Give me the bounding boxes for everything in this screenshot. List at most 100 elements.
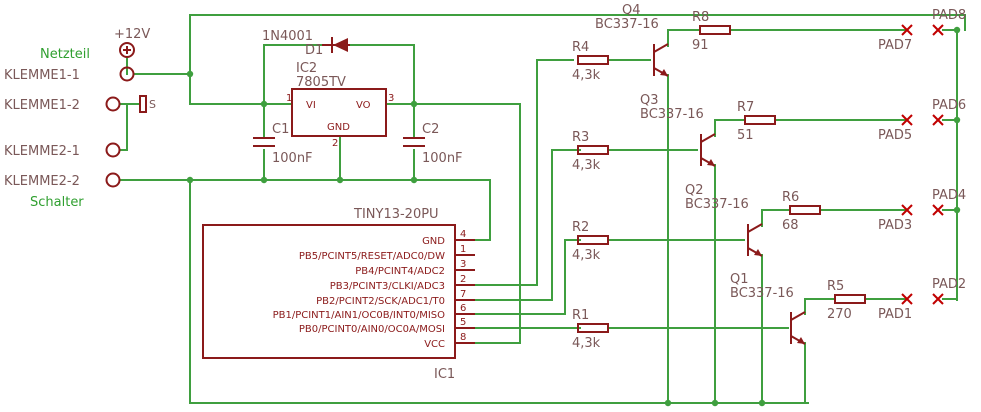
junction [186, 176, 194, 184]
q3-name: Q3 [640, 93, 659, 108]
klemme1-2-label: KLEMME1-2 [4, 98, 80, 113]
netzteil-label: Netzteil [40, 47, 90, 62]
r4-name: R4 [572, 40, 589, 55]
q2-value: BC337-16 [685, 197, 749, 212]
r7-value: 51 [737, 128, 754, 143]
ic1-pin-num: 7 [460, 289, 466, 300]
resistor-r4 [577, 55, 609, 65]
ic2-vo: VO [356, 100, 371, 111]
wire-q1-c [804, 298, 836, 315]
resistor-r8 [699, 25, 731, 35]
ic1-pin-label: PB0/PCINT0/AIN0/OC0A/MOSI [299, 324, 445, 335]
pad1-label: PAD1 [878, 307, 912, 322]
plus12v-symbol [119, 42, 135, 58]
transistor-q3 [700, 133, 716, 167]
junction [953, 26, 961, 34]
terminal-klemme2-1 [105, 142, 121, 158]
terminals [105, 42, 147, 188]
r1-name: R1 [572, 308, 589, 323]
ic1-pin-label: GND [422, 236, 445, 247]
transistor-q1 [790, 311, 806, 345]
q4-value: BC337-16 [595, 17, 659, 32]
ic1-pin-num: 6 [460, 303, 466, 314]
ic2-vi: VI [306, 100, 316, 111]
junction [260, 100, 268, 108]
d1-name: D1 [305, 43, 323, 58]
pad2-label: PAD2 [932, 277, 966, 292]
r8-value: 91 [692, 38, 709, 53]
ic1-pin-label: PB4/PCINT4/ADC2 [355, 266, 445, 277]
wires [119, 14, 966, 404]
ic1-pin-label: PB3/PCINT3/CLKI/ADC3 [330, 281, 445, 292]
q4-name: Q4 [622, 3, 641, 18]
resistor-r7 [744, 115, 776, 125]
klemme2-2-label: KLEMME2-2 [4, 174, 80, 189]
ic1-pin-label: PB1/PCINT1/AIN1/OC0B/INT0/MISO [273, 310, 446, 321]
capacitor-c1 [253, 137, 275, 147]
ic1-pin-label: VCC [424, 339, 445, 350]
transistor-q4 [653, 43, 669, 77]
pad8-x-icon [932, 24, 944, 36]
pad7-x-icon [901, 24, 913, 36]
pad4-label: PAD4 [932, 188, 966, 203]
terminal-klemme2-2 [105, 172, 121, 188]
diode-d1 [322, 37, 350, 53]
ic2-body [291, 88, 387, 137]
transistor-q2 [747, 223, 763, 257]
q2-name: Q2 [685, 183, 704, 198]
ic1-pin-label: PB5/PCINT5/RESET/ADC0/DW [299, 251, 445, 262]
junction [711, 399, 719, 407]
pad1-x-icon [901, 293, 913, 305]
junctions [186, 26, 961, 407]
ic1-pin-num: 4 [460, 229, 466, 240]
pad3-x-icon [901, 204, 913, 216]
ic2-pin2: 2 [332, 138, 338, 149]
r5-value: 270 [827, 307, 852, 322]
ic1-pin-labels: GND PB5/PCINT5/RESET/ADC0/DW PB4/PCINT4/… [273, 229, 467, 350]
r3-name: R3 [572, 130, 589, 145]
r2-name: R2 [572, 220, 589, 235]
wire-pb2-r3 [474, 149, 581, 301]
ic1-pin-num: 8 [460, 332, 466, 343]
terminal-klemme1-2 [105, 96, 121, 112]
pad6-x-icon [932, 114, 944, 126]
c1-value: 100nF [272, 151, 313, 166]
r3-value: 4,3k [572, 158, 601, 173]
resistor-r6 [789, 205, 821, 215]
ic2-name: IC2 [296, 61, 317, 76]
wire-vi [189, 73, 293, 105]
q1-name: Q1 [730, 272, 749, 287]
wire-diode-left [263, 44, 324, 105]
c2-name: C2 [422, 122, 439, 137]
ic1-name: IC1 [434, 367, 455, 382]
r8-name: R8 [692, 10, 709, 25]
pad2-x-icon [932, 293, 944, 305]
wire-gnd-bottom [189, 179, 809, 404]
r5-name: R5 [827, 279, 844, 294]
wire-diode-right [349, 44, 415, 105]
pad5-label: PAD5 [878, 128, 912, 143]
pad6-label: PAD6 [932, 98, 966, 113]
klemme2-1-label: KLEMME2-1 [4, 144, 80, 159]
pad5-x-icon [901, 114, 913, 126]
ic1-pin-num: 5 [460, 317, 466, 328]
resistor-r3 [577, 145, 609, 155]
ic2-gnd: GND [327, 122, 350, 133]
junction [336, 176, 344, 184]
wire-q4-c [667, 29, 701, 47]
ic2-value: 7805TV [296, 75, 346, 90]
plus12v-label: +12V [114, 27, 150, 42]
junction [410, 100, 418, 108]
wire-top-rail [189, 14, 966, 75]
ic1-pin-num: 2 [460, 274, 466, 285]
ic1-value: TINY13-20PU [353, 207, 439, 222]
d1-value: 1N4001 [262, 29, 313, 44]
terminal-klemme1-1 [119, 66, 135, 82]
ic1-pin-stubs [455, 239, 475, 344]
pad4-x-icon [932, 204, 944, 216]
ic2-pin3: 3 [388, 93, 394, 104]
schalter-label: Schalter [30, 195, 84, 210]
ic1-pin-label: PB2/PCINT2/SCK/ADC1/T0 [316, 296, 445, 307]
